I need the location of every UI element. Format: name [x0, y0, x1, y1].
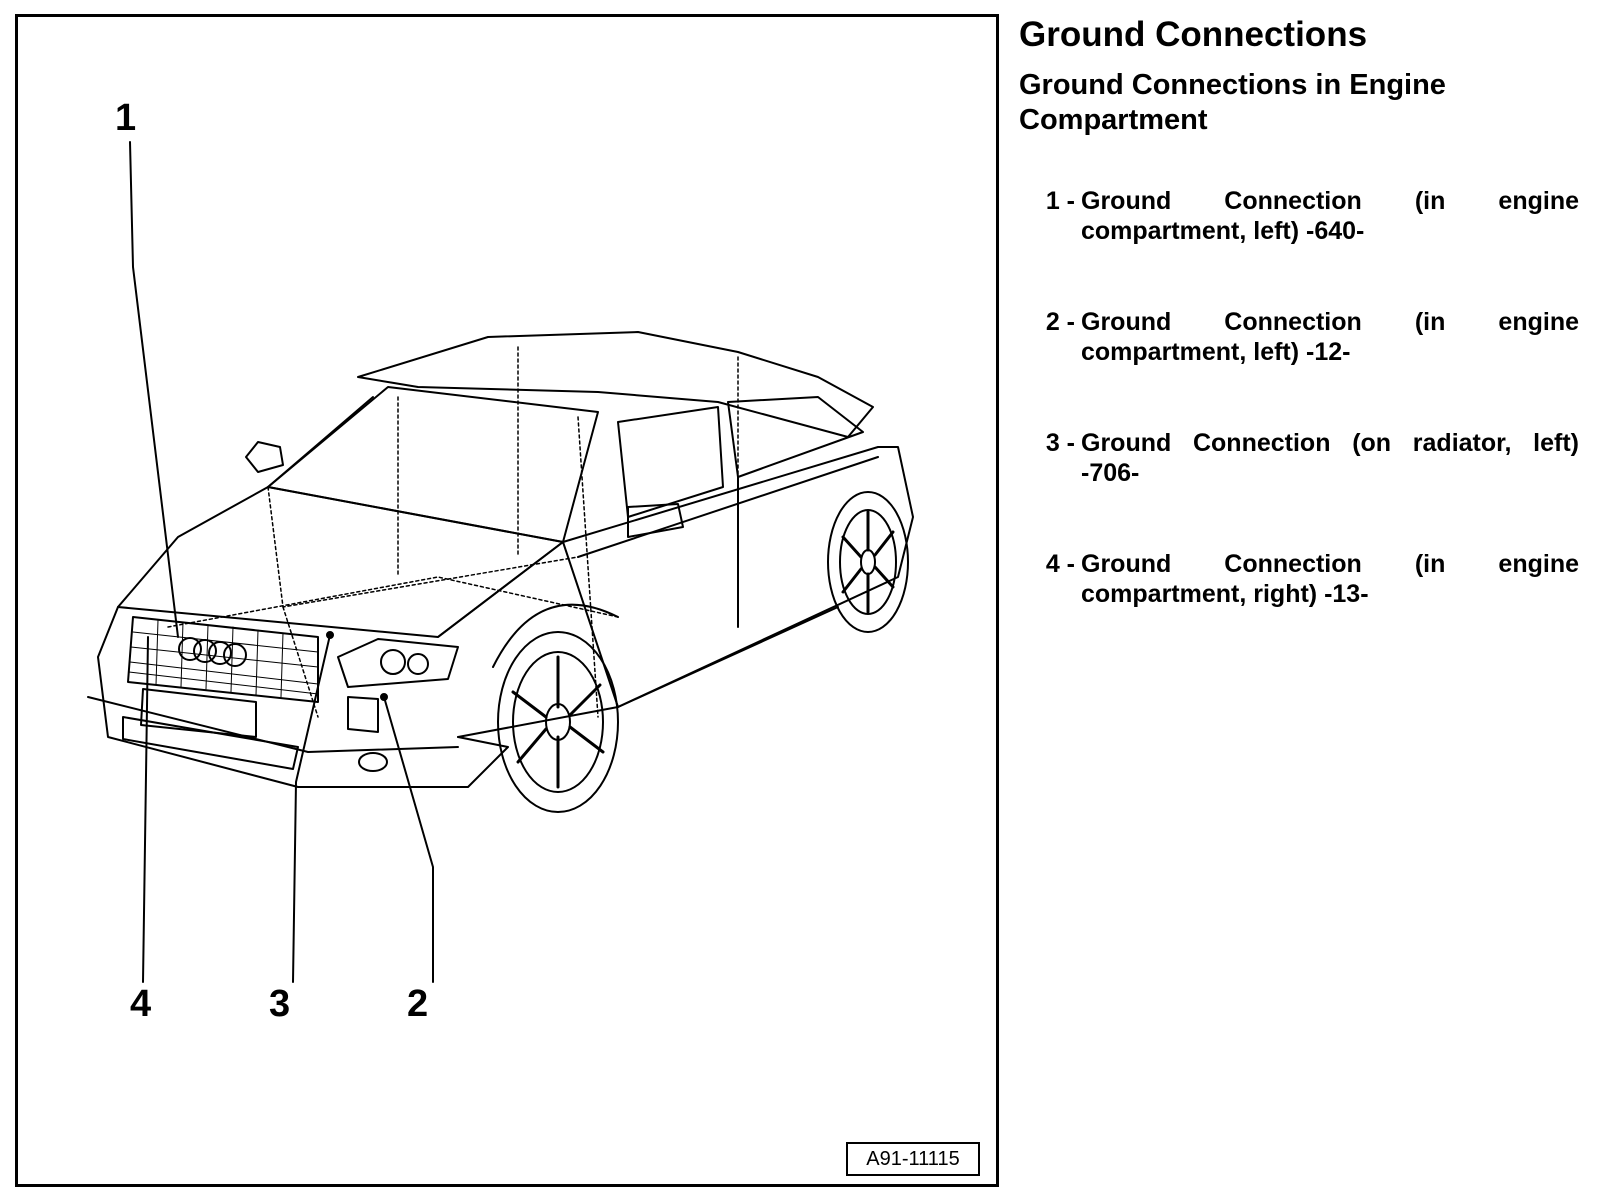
item-description: Ground Connection (in engine compartment… — [1081, 187, 1579, 245]
callout-1: 1 — [115, 97, 137, 139]
item-number: 1 - — [1045, 187, 1075, 215]
list-item: 3 - Ground Connection (on radiator, left… — [1019, 428, 1579, 488]
item-description: Ground Connection (on radiator, left) -7… — [1081, 429, 1579, 487]
page-title: Ground Connections — [1019, 15, 1368, 54]
list-item: 2 - Ground Connection (in engine compart… — [1019, 307, 1579, 367]
car-illustration — [87, 141, 914, 983]
item-description: Ground Connection (in engine compartment… — [1081, 550, 1579, 608]
item-number: 4 - — [1045, 550, 1075, 578]
callout-3: 3 — [269, 983, 291, 1025]
diagram-figure: 1 4 3 2 A91-11115 — [15, 14, 999, 1187]
figure-reference: A91-11115 — [846, 1142, 980, 1176]
callout-4: 4 — [130, 983, 152, 1025]
ground-connection-list: 1 - Ground Connection (in engine compart… — [1019, 186, 1579, 609]
item-number: 3 - — [1045, 429, 1075, 457]
list-item: 1 - Ground Connection (in engine compart… — [1019, 186, 1579, 246]
callout-2: 2 — [407, 983, 429, 1025]
item-description: Ground Connection (in engine compartment… — [1081, 308, 1579, 366]
text-panel: Ground Connections Ground Connections in… — [1019, 14, 1579, 670]
list-item: 4 - Ground Connection (in engine compart… — [1019, 549, 1579, 609]
item-number: 2 - — [1045, 308, 1075, 336]
page-subtitle: Ground Connections in Engine Compartment — [1019, 69, 1446, 136]
